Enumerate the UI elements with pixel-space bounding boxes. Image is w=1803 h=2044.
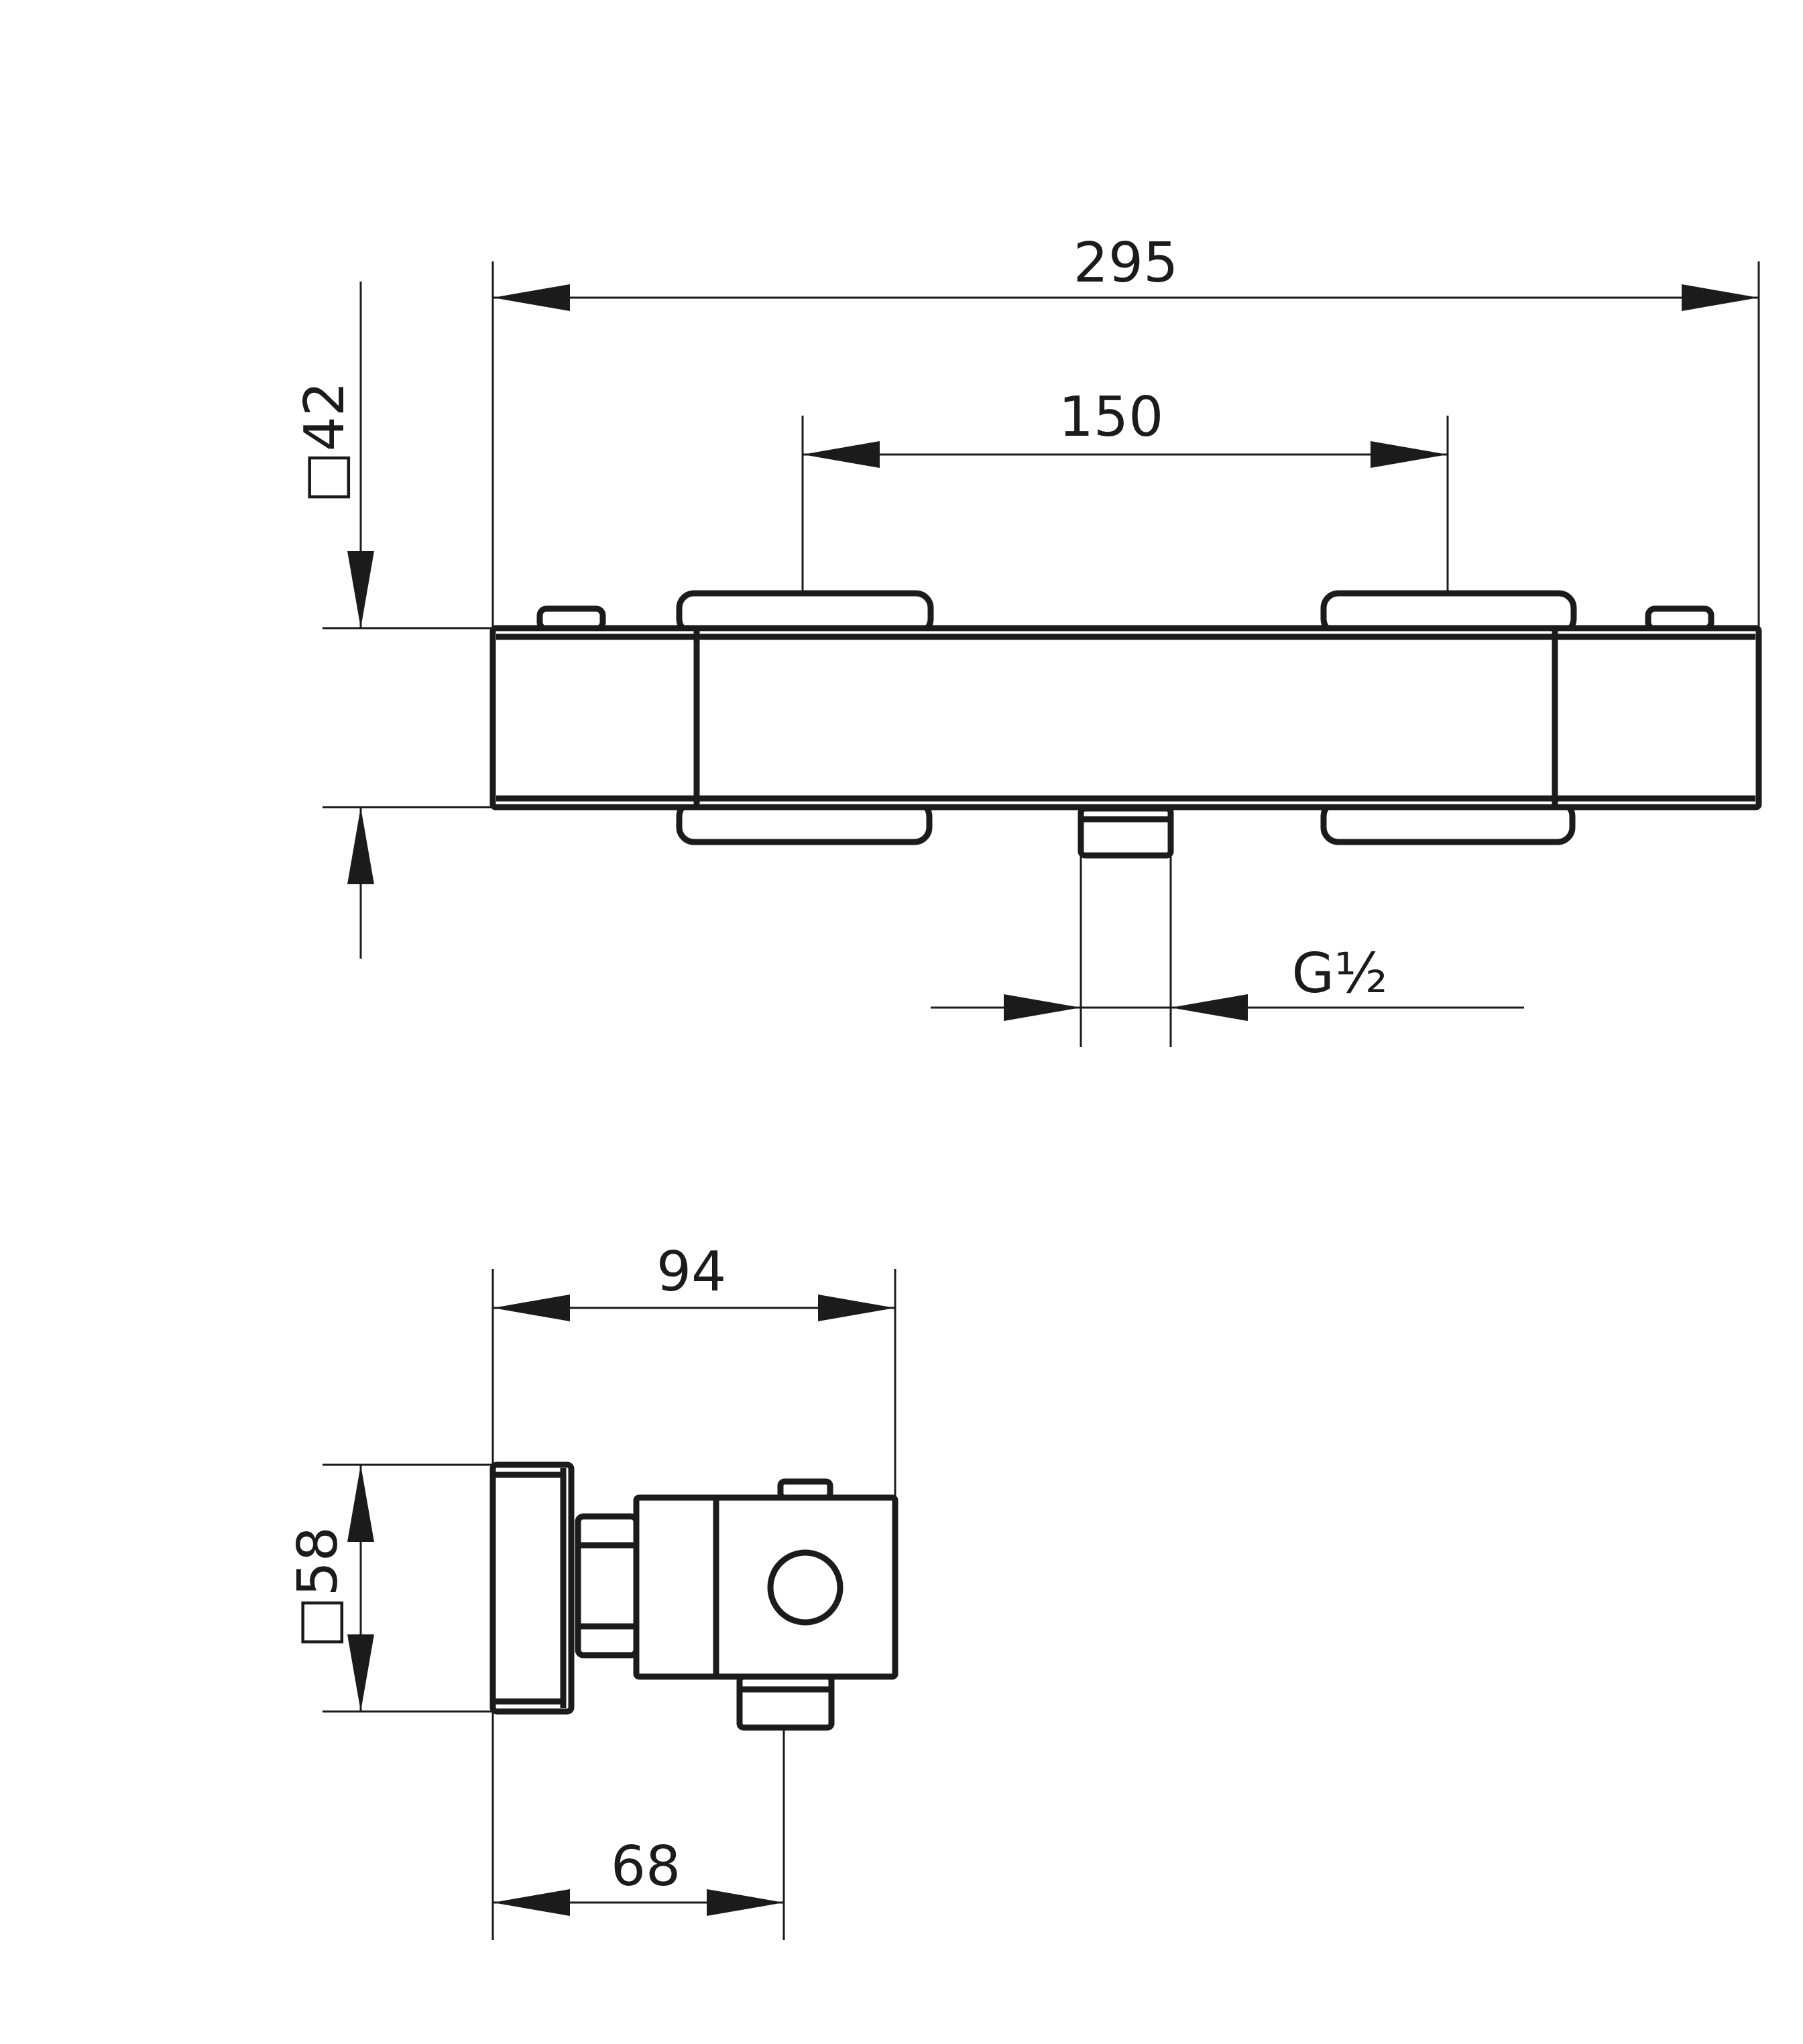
front-view [489,590,1762,859]
dimension-42-label: □42 [293,381,357,503]
dimension-150-label: 150 [1059,385,1164,449]
dimension-94-label: 94 [656,1240,726,1304]
dimension-thread-label: G½ [1291,942,1387,1006]
handle-circle [767,1549,844,1626]
dimension-94: 94 [491,1240,896,1940]
dimension-295-label: 295 [1073,231,1179,295]
dimension-thread: G½ [931,855,1524,1047]
dimension-150: 150 [801,385,1449,593]
dimension-58: □58 [286,1463,493,1713]
side-view [489,1461,898,1731]
dimension-58-label: □58 [286,1526,350,1648]
dimension-295: 295 [491,231,1760,628]
dimension-68-label: 68 [611,1835,681,1899]
dimension-68: 68 [493,1728,785,1940]
dimension-42: □42 [293,282,493,959]
